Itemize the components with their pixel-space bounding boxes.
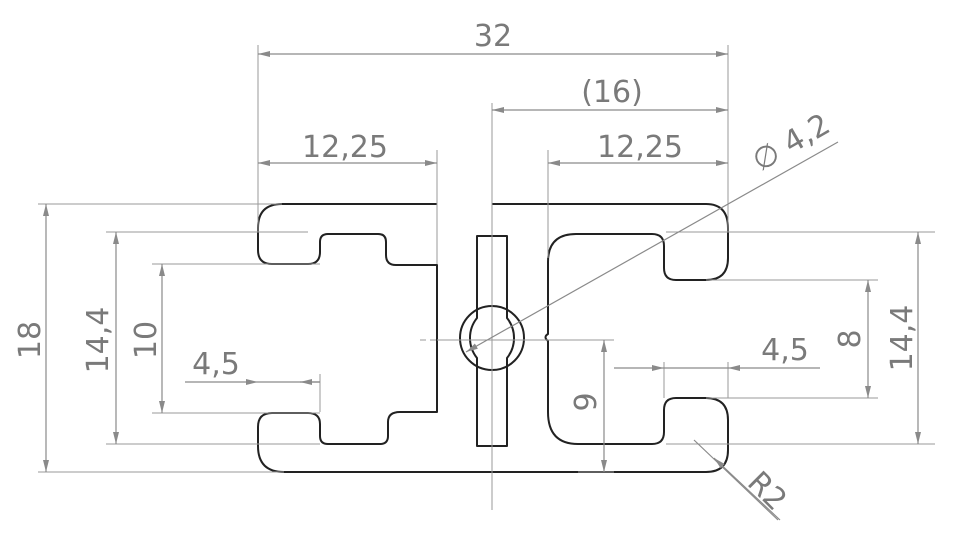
label-right-slot-gap: 8 [833, 329, 868, 348]
leader-corner-radius [693, 439, 779, 521]
center-keyhole-slot [468, 235, 516, 447]
label-right-slot-width: 12,25 [597, 130, 683, 165]
label-right-half-height: 9 [569, 392, 604, 411]
center-lines [420, 103, 548, 510]
label-center-offset: (16) [581, 75, 643, 110]
dimension-lines [43, 51, 921, 521]
label-left-lip-depth: 4,5 [192, 347, 240, 382]
label-left-outer-height: 14,4 [81, 307, 116, 374]
label-corner-radius: R2 [740, 465, 793, 518]
label-right-outer-height: 14,4 [885, 305, 920, 372]
label-right-lip-depth: 4,5 [761, 333, 809, 368]
label-left-slot-width: 12,25 [302, 130, 388, 165]
label-left-inner-height: 10 [129, 321, 164, 359]
extension-lines [38, 45, 935, 473]
label-overall-height: 18 [13, 321, 48, 359]
dimension-labels: 32 (16) 12,25 12,25 ∅ 4,2 18 14,4 10 4,5… [13, 19, 920, 518]
right-profile-section [492, 203, 729, 473]
left-profile-section [257, 203, 492, 473]
label-overall-width: 32 [474, 19, 512, 54]
leader-hole-diameter [465, 141, 839, 353]
